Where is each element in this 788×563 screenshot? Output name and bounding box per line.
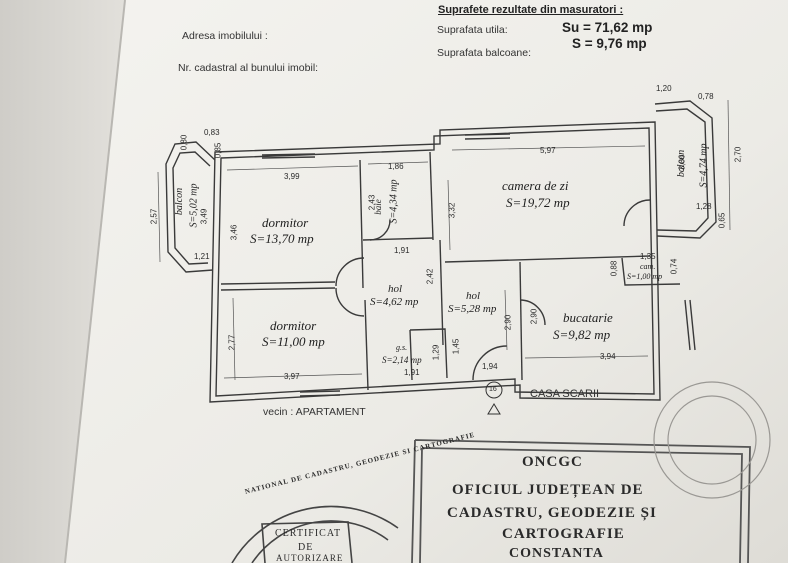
window-top2 — [261, 153, 316, 159]
stair-label: CASA SCARII — [530, 388, 600, 400]
window-kitchen — [684, 299, 696, 351]
right-balcony-outline — [654, 100, 717, 239]
wall-gs2 — [409, 329, 413, 381]
entry-triangle — [487, 403, 501, 415]
entry-circle — [485, 381, 503, 399]
dormitor1-name: dormitor — [262, 215, 309, 230]
camera-name: camera de zi — [502, 178, 569, 193]
office-stamp-frame — [411, 439, 751, 563]
certificate-line1: CERTIFICAT — [275, 528, 342, 539]
dim-1-91: 1,91 — [394, 246, 410, 255]
dormitor2-area: S=11,00 mp — [262, 334, 325, 349]
dim-1-86: 1,86 — [388, 162, 404, 171]
oncgc-title: ONCGC — [522, 454, 583, 470]
wall-cam-box — [621, 257, 681, 286]
dim-3-97: 3,97 — [284, 372, 300, 381]
useful-value: Su = 71,62 mp — [562, 20, 653, 35]
cam-name: cam. — [640, 262, 656, 271]
door-entry — [472, 345, 508, 381]
door-camera — [623, 199, 651, 227]
dim-1-94: 1,94 — [482, 362, 498, 371]
entry-number: 16 — [489, 386, 497, 393]
office-line1: OFICIUL JUDEȚEAN DE — [452, 482, 644, 498]
dim-1-35: 1,35 — [640, 252, 656, 261]
hol1-area: S=4,62 mp — [370, 296, 419, 308]
wall-baie-right — [429, 151, 434, 241]
office-line4: CONSTANTA — [509, 546, 604, 561]
cam-area: S=1,00 mp — [627, 272, 663, 281]
door-dorm2 — [335, 287, 365, 317]
round-stamp-right — [653, 381, 771, 499]
dim-1-28: 1,28 — [696, 202, 712, 211]
certificate-line2: DE — [298, 542, 314, 553]
wall-camera-bottom — [444, 255, 651, 263]
paper-sheet — [65, 0, 788, 563]
office-line2: CADASTRU, GEODEZIE ȘI — [447, 505, 657, 521]
right-balcony-inner — [655, 108, 709, 232]
office-stamp-frame-inner — [419, 447, 743, 563]
dim-3-94: 3,94 — [600, 352, 616, 361]
dim-1-21: 1,21 — [194, 252, 210, 261]
wall-dorm2-right — [364, 299, 369, 391]
wall-dorm1-right — [359, 159, 364, 289]
window-top — [464, 133, 511, 140]
office-line3: CARTOGRAFIE — [502, 526, 625, 542]
wall-dorm-split — [220, 281, 336, 285]
round-stamp-right-inner — [667, 395, 757, 485]
window-bottom — [299, 390, 341, 397]
dim-0-83: 0,83 — [204, 128, 220, 137]
door-kitchen — [519, 299, 546, 326]
dormitor1-area: S=13,70 mp — [250, 231, 314, 246]
wall-bucatarie-left — [519, 261, 523, 381]
door-baie — [369, 219, 391, 241]
dormitor2-name: dormitor — [270, 318, 317, 333]
gs-area: S=2,14 mp — [382, 355, 422, 365]
gs-name: g.s. — [396, 343, 408, 352]
seal-ring-outer — [231, 505, 399, 563]
dim-1-91b: 1,91 — [404, 368, 420, 377]
cadastral-label: Nr. cadastral al bunului imobil: — [178, 62, 319, 74]
balcony-value: S = 9,76 mp — [572, 36, 647, 51]
wall-gs — [409, 328, 448, 379]
results-title: Suprafete rezultate din masuratori : — [438, 4, 624, 16]
address-label: Adresa imobilului : — [182, 30, 268, 42]
hol2-name: hol — [466, 290, 481, 302]
outer-wall-inner — [215, 127, 655, 397]
bucatarie-name: bucatarie — [563, 310, 613, 325]
left-balcony-outline — [165, 141, 216, 273]
dim-3-99: 3,99 — [284, 172, 300, 181]
dim-0-78: 0,78 — [698, 92, 714, 101]
wall-hol-mid — [439, 239, 444, 346]
left-balcony-inner — [172, 151, 211, 265]
balcony-label: Suprafata balcoane: — [437, 47, 531, 59]
hol2-area: S=5,28 mp — [448, 303, 497, 315]
hol1-name: hol — [388, 283, 403, 295]
neighbor-label: vecin : APARTAMENT — [263, 406, 366, 418]
dim-5-97: 5,97 — [540, 146, 556, 155]
certificate-line3: AUTORIZARE — [276, 553, 344, 563]
certificate-box — [261, 521, 353, 563]
useful-label: Suprafata utila: — [437, 24, 508, 36]
camera-area: S=19,72 mp — [506, 195, 570, 210]
wall-dorm-split2 — [220, 287, 336, 291]
door-dorm1 — [335, 257, 365, 287]
bucatarie-area: S=9,82 mp — [553, 327, 611, 342]
dim-1-20: 1,20 — [656, 84, 672, 93]
